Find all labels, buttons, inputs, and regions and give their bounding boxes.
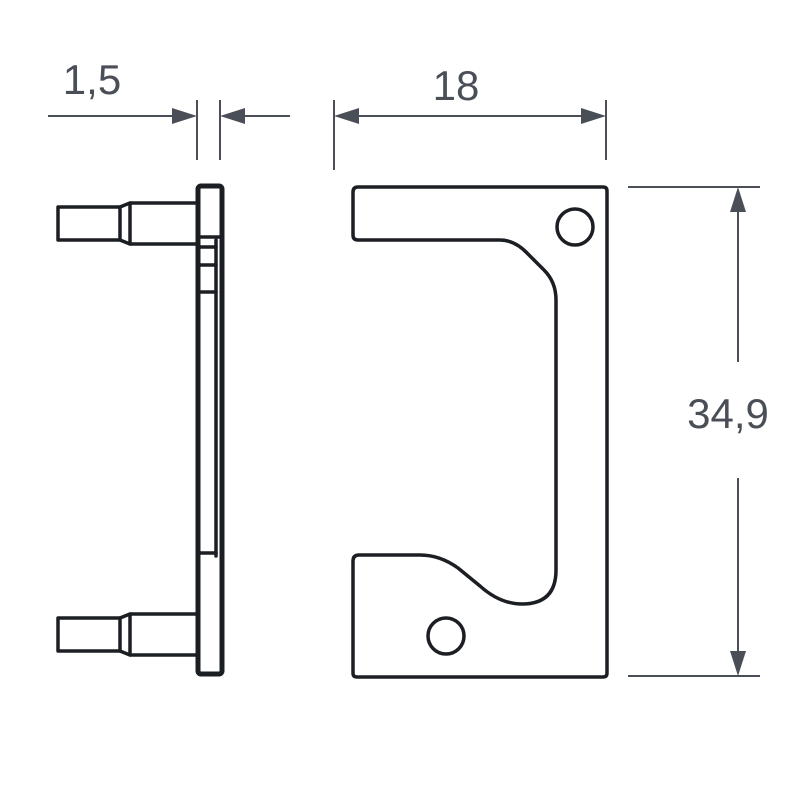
width-dimension: 18 [333, 62, 607, 170]
pin-lower-outline [56, 612, 200, 657]
side-view-pin-lower [56, 612, 200, 657]
front-view-hole-lower [426, 616, 466, 656]
thickness-arrow-left [172, 108, 197, 124]
front-view-outline [351, 185, 609, 679]
thickness-label: 1,5 [63, 56, 121, 103]
width-label: 18 [433, 62, 480, 109]
height-arrow-top [730, 187, 746, 212]
width-arrow-left [334, 108, 359, 124]
front-view [351, 185, 609, 679]
height-dimension: 34,9 [628, 186, 769, 677]
front-view-hole-upper [555, 207, 595, 247]
side-view-pin-upper [56, 201, 200, 246]
thickness-arrow-right [220, 108, 245, 124]
width-arrow-right [581, 108, 606, 124]
thickness-dimension: 1,5 [48, 56, 290, 160]
side-view-plate [195, 183, 225, 677]
height-label: 34,9 [687, 390, 769, 437]
side-view [56, 183, 225, 677]
pin-upper-outline [56, 201, 200, 246]
height-arrow-bottom [730, 651, 746, 676]
